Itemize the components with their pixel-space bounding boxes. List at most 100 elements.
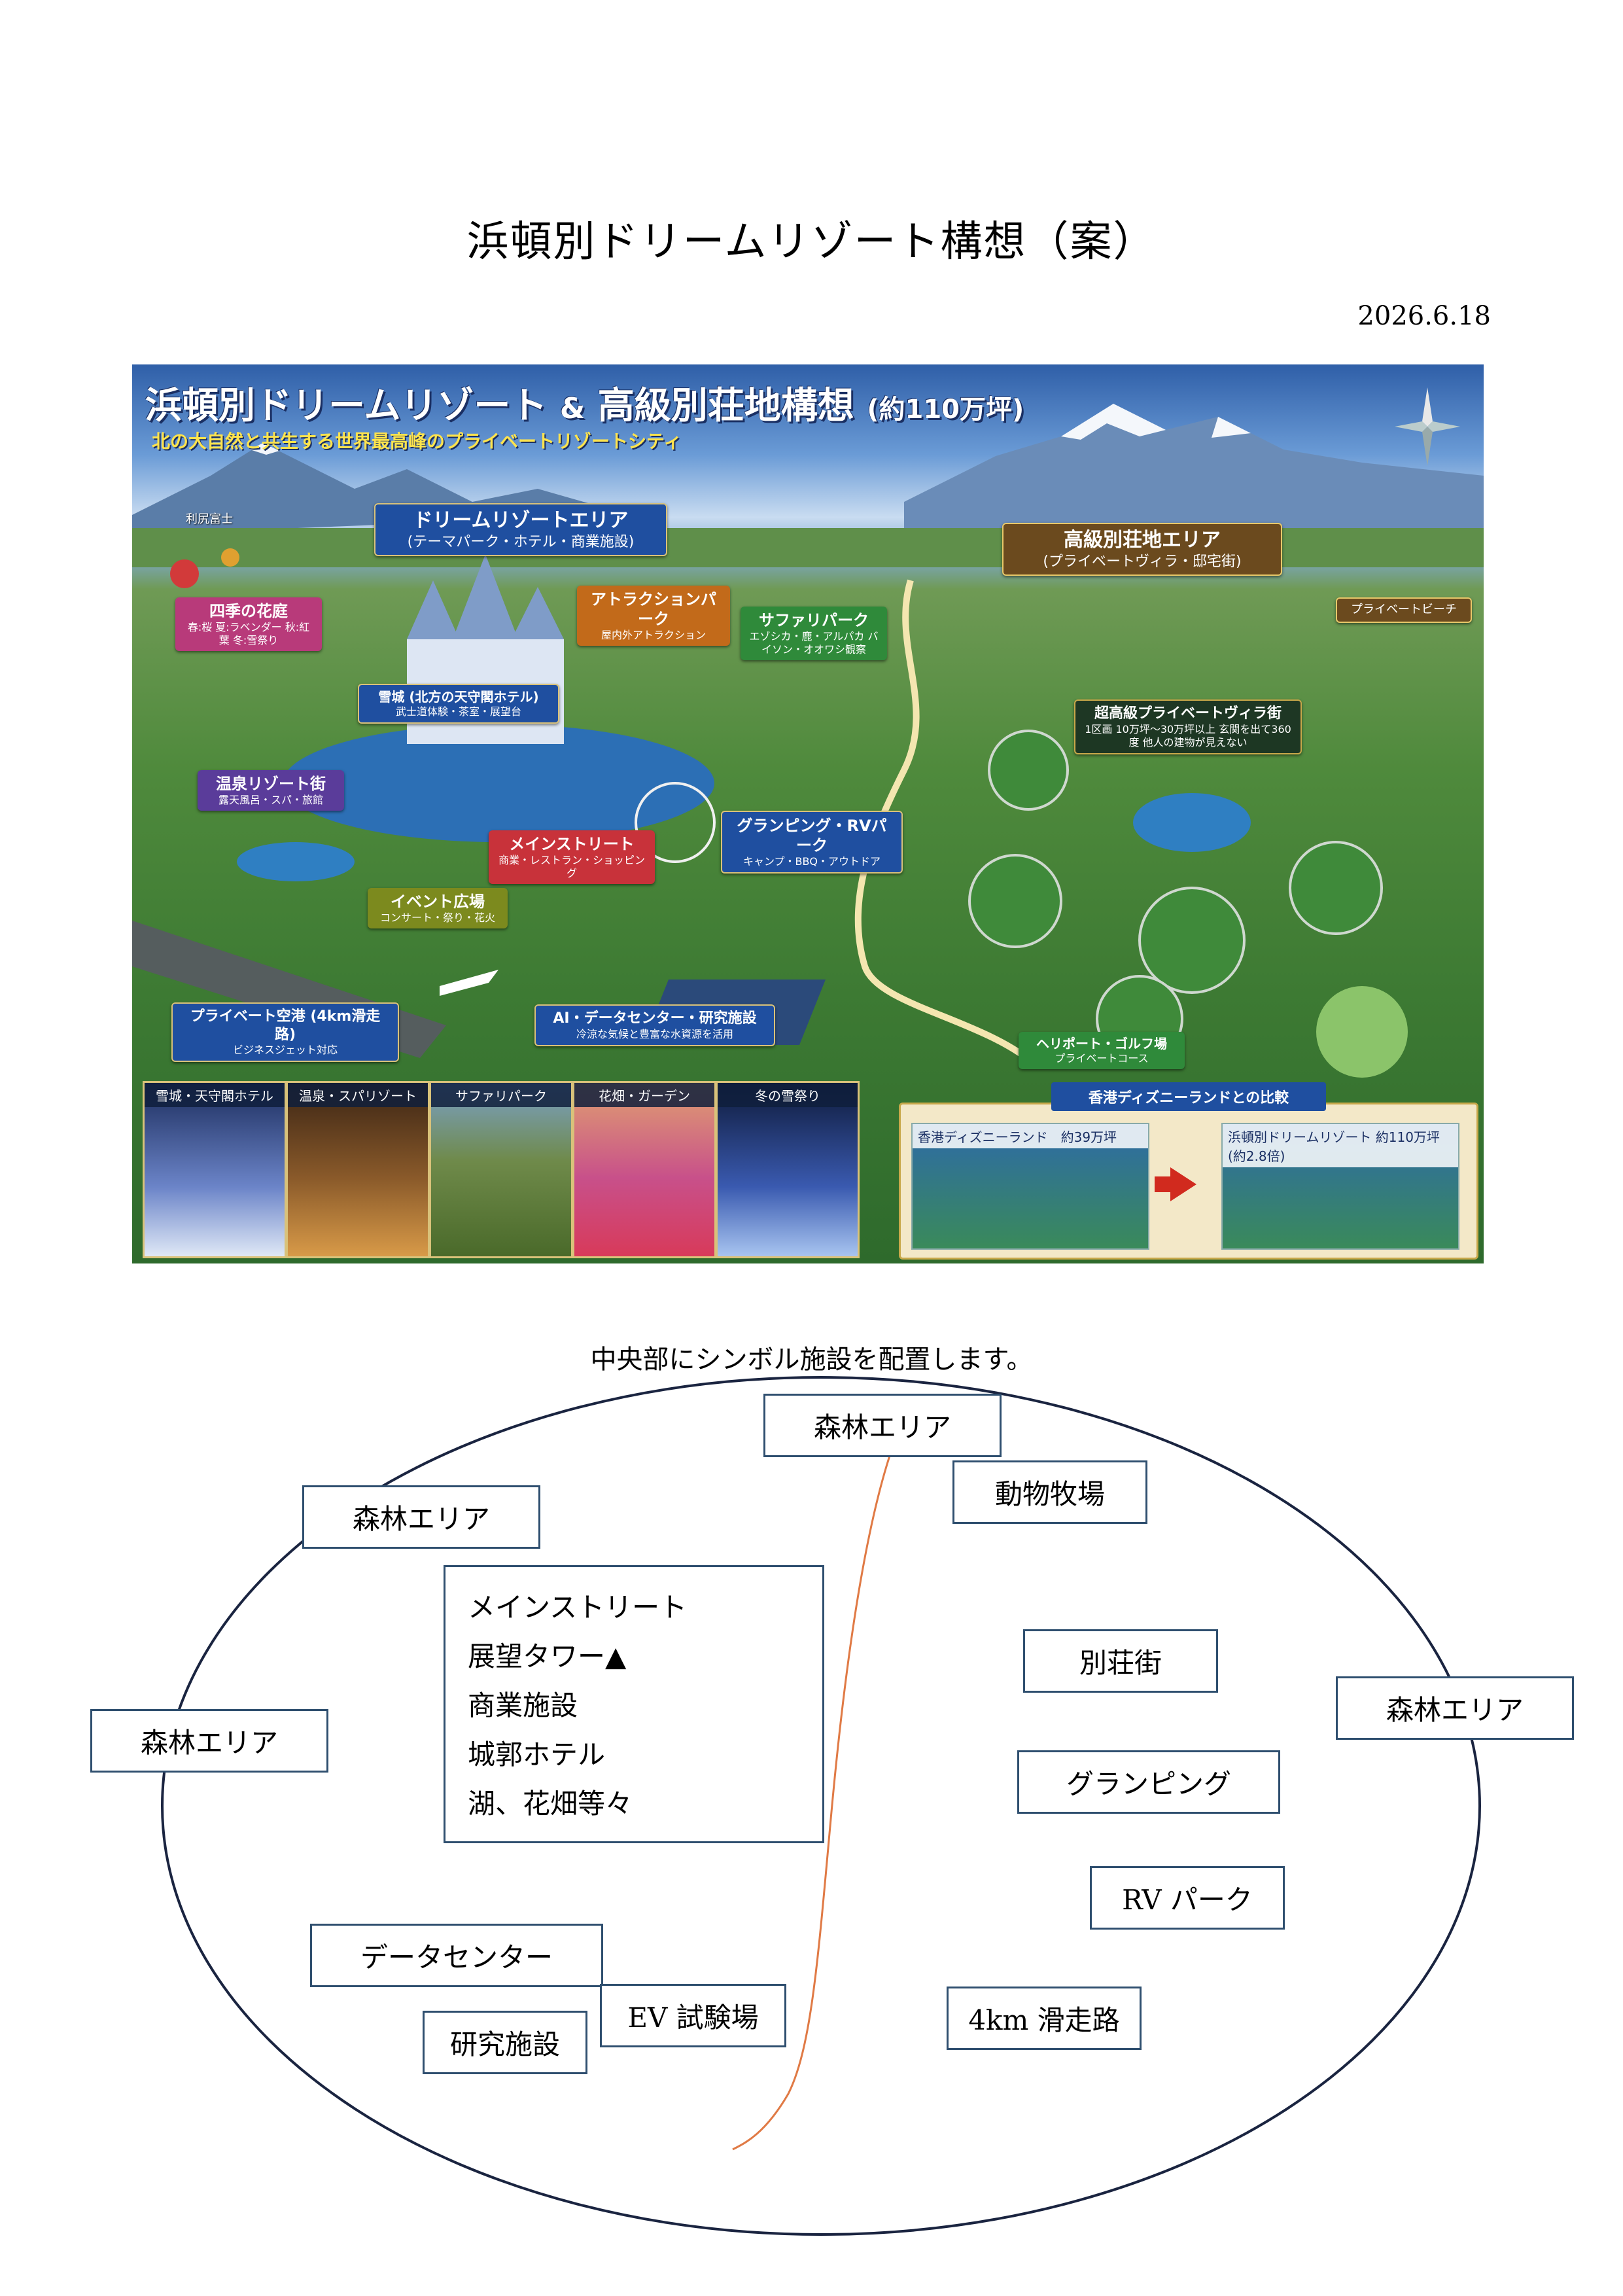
label-onsen-main: 温泉リゾート街 [216, 775, 326, 793]
hamatonbetsu-resort-map: 浜頓別ドリームリゾート 約110万坪 (約2.8倍) [1221, 1123, 1459, 1250]
label-event-plaza: イベント広場 コンサート・祭り・花火 [368, 888, 508, 928]
label-snow-castle-sub: 武士道体験・茶室・展望台 [395, 705, 521, 718]
box-forest-area-right: 森林エリア [1336, 1676, 1574, 1740]
label-ai-dc-sub: 冷涼な気候と豊富な水資源を活用 [576, 1027, 733, 1040]
label-event-sub: コンサート・祭り・花火 [379, 911, 495, 924]
label-airport-main: プライベート空港 (4km滑走路) [190, 1008, 381, 1043]
thumbnail-caption: サファリパーク [431, 1083, 571, 1107]
label-private-airport: プライベート空港 (4km滑走路) ビジネスジェット対応 [171, 1002, 399, 1062]
box-forest-area-top: 森林エリア [763, 1394, 1002, 1457]
label-private-beach-main: プライベートビーチ [1351, 603, 1457, 616]
label-airport-sub: ビジネスジェット対応 [232, 1044, 338, 1056]
center-item-castle-hotel: 城郭ホテル [468, 1739, 606, 1771]
box-animal-ranch: 動物牧場 [952, 1460, 1147, 1524]
label-heliport-golf: ヘリポート・ゴルフ場 プライベートコース [1019, 1032, 1185, 1069]
box-ev-test-site: EV 試験場 [600, 1984, 786, 2047]
thumbnail-caption: 冬の雪祭り [718, 1083, 858, 1107]
arrow-right-icon [1170, 1167, 1196, 1201]
center-item-lake-flowers: 湖、花畑等々 [468, 1788, 633, 1820]
label-glamping-sub: キャンプ・BBQ・アウトドア [742, 855, 881, 868]
thumbnail-safari: サファリパーク [429, 1081, 573, 1258]
hamatonbetsu-resort-caption: 浜頓別ドリームリゾート 約110万坪 (約2.8倍) [1223, 1124, 1458, 1167]
snowcap-right [1061, 404, 1166, 440]
center-item-main-street: メインストリート [468, 1591, 688, 1623]
thumbnail-caption: 花畑・ガーデン [574, 1083, 714, 1107]
label-ai-datacenter: AI・データセンター・研究施設 冷涼な気候と豊富な水資源を活用 [534, 1004, 775, 1046]
road-line [732, 1445, 894, 2151]
thumbnail-caption: 温泉・スパリゾート [288, 1083, 428, 1107]
label-glamping-main: グランピング・RVパーク [737, 817, 887, 855]
compass-icon [1395, 387, 1460, 466]
label-villa-area-main: 高級別荘地エリア [1064, 529, 1221, 552]
label-onsen-sub: 露天風呂・スパ・旅館 [218, 794, 323, 806]
disney-comparison-panel: 香港ディズニーランドとの比較 香港ディズニーランド 約39万坪 浜頓別ドリームリ… [899, 1082, 1478, 1260]
villa-plot [968, 854, 1062, 948]
thumbnail-flower-garden: 花畑・ガーデン [572, 1081, 716, 1258]
villa-plot [988, 730, 1069, 811]
label-glamping-rv: グランピング・RVパーク キャンプ・BBQ・アウトドア [721, 811, 903, 874]
diagram-caption: 中央部にシンボル施設を配置します。 [590, 1345, 1033, 1375]
box-runway: 4km 滑走路 [947, 1987, 1142, 2050]
label-safari-main: サファリパーク [759, 611, 869, 629]
hong-kong-disney-caption: 香港ディズニーランド 約39万坪 [913, 1124, 1148, 1148]
label-onsen-resort: 温泉リゾート街 露天風呂・スパ・旅館 [198, 770, 344, 811]
thumbnail-snow-festival: 冬の雪祭り [716, 1081, 860, 1258]
comparison-arrow-tail [1155, 1176, 1173, 1192]
box-glamping: グランピング [1017, 1750, 1280, 1814]
center-item-commercial: 商業施設 [468, 1689, 578, 1722]
airplane-icon [440, 970, 498, 996]
label-four-seasons-sub: 春:桜 夏:ラベンダー 秋:紅葉 冬:雪祭り [187, 621, 310, 646]
label-villa-town: 超高級プライベートヴィラ街 1区画 10万坪〜30万坪以上 玄関を出て360度 … [1074, 699, 1302, 754]
thumbnail-caption: 雪城・天守閣ホテル [145, 1083, 285, 1107]
label-villa-town-sub: 1区画 10万坪〜30万坪以上 玄関を出て360度 他人の建物が見えない [1085, 722, 1291, 749]
document-title: 浜頓別ドリームリゾート構想（案） [466, 218, 1157, 266]
thumbnail-snow-castle: 雪城・天守閣ホテル [143, 1081, 287, 1258]
snowcap-left [250, 443, 279, 455]
villa-lake [1133, 793, 1251, 852]
mountain-right [904, 404, 1484, 528]
label-private-beach: プライベートビーチ [1336, 597, 1472, 623]
villa-plot [1138, 887, 1246, 994]
ferris-wheel-icon [635, 782, 716, 863]
poster-title: 浜頓別ドリームリゾート & 高級別荘地構想 (約110万坪) [145, 376, 1024, 429]
label-safari-park: サファリパーク エゾシカ・鹿・アルパカ バイソン・オオワシ観察 [741, 607, 887, 660]
label-main-street-main: メインストリート [509, 835, 635, 853]
label-ai-dc-main: AI・データセンター・研究施設 [553, 1010, 757, 1027]
central-lake [283, 724, 714, 842]
poster-subtitle: 北の大自然と共生する世界最高峰のプライベートリゾートシティ [152, 431, 682, 452]
label-heliport-main: ヘリポート・ゴルフ場 [1036, 1036, 1167, 1051]
label-safari-sub: エゾシカ・鹿・アルパカ バイソン・オオワシ観察 [749, 630, 879, 656]
label-four-seasons-main: 四季の花庭 [209, 602, 288, 620]
label-event-main: イベント広場 [391, 892, 485, 911]
label-villa-area-sub: (プライベートヴィラ・邸宅街) [1043, 553, 1242, 570]
label-snow-castle-main: 雪城 (北方の天守閣ホテル) [378, 689, 539, 705]
balloon-icon [221, 548, 239, 567]
label-snow-castle: 雪城 (北方の天守閣ホテル) 武士道体験・茶室・展望台 [358, 684, 559, 724]
label-attraction-park: アトラクションパーク 屋内外アトラクション [577, 586, 730, 646]
poster-title-amp: & [559, 392, 585, 425]
place-rishiri-fuji: 利尻富士 [186, 512, 233, 526]
poster-title-size: (約110万坪) [867, 395, 1024, 425]
golf-course [1316, 986, 1408, 1078]
comparison-title: 香港ディズニーランドとの比較 [1051, 1082, 1326, 1111]
box-forest-area-upper-left: 森林エリア [302, 1485, 540, 1549]
document-date: 2026.6.18 [1357, 301, 1491, 331]
label-dream-area: ドリームリゾートエリア (テーマパーク・ホテル・商業施設) [374, 503, 667, 556]
label-main-street: メインストリート 商業・レストラン・ショッピング [489, 830, 655, 884]
small-pond [237, 842, 355, 881]
box-research-facility: 研究施設 [423, 2011, 587, 2074]
center-item-observation-tower: 展望タワー▲ [468, 1640, 627, 1672]
hong-kong-disney-map: 香港ディズニーランド 約39万坪 [911, 1123, 1149, 1250]
box-data-center: データセンター [310, 1924, 603, 1987]
site-boundary-ellipse [161, 1376, 1481, 2236]
villa-plot [1289, 841, 1383, 935]
balloon-icon [170, 559, 199, 588]
center-symbol-facilities: メインストリート 展望タワー▲ 商業施設 城郭ホテル 湖、花畑等々 [444, 1565, 824, 1843]
snowcap-right-2 [1212, 417, 1251, 438]
label-villa-area: 高級別荘地エリア (プライベートヴィラ・邸宅街) [1002, 523, 1282, 576]
label-main-street-sub: 商業・レストラン・ショッピング [498, 854, 645, 879]
box-villa-street: 別荘街 [1023, 1629, 1218, 1693]
thumbnail-onsen-spa: 温泉・スパリゾート [286, 1081, 430, 1258]
label-four-seasons: 四季の花庭 春:桜 夏:ラベンダー 秋:紅葉 冬:雪祭り [175, 597, 322, 651]
